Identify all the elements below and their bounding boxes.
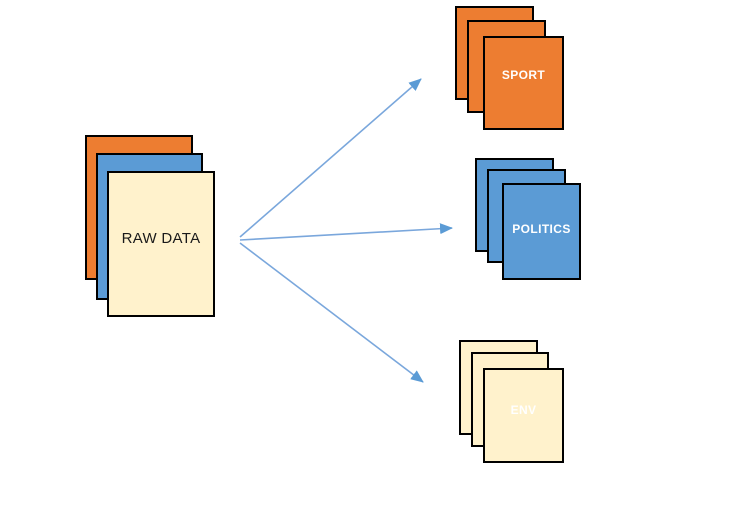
env-sheet-front: ENV xyxy=(483,368,564,463)
politics-label: POLITICS xyxy=(512,221,571,236)
raw-data-label: RAW DATA xyxy=(121,229,201,247)
politics-sheet-front: POLITICS xyxy=(502,183,581,280)
arrow-to-env xyxy=(239,242,424,383)
env-label: ENV xyxy=(510,402,537,417)
arrow-to-sport xyxy=(239,78,422,238)
sport-label: SPORT xyxy=(501,68,546,82)
sport-sheet-front: SPORT xyxy=(483,36,564,130)
arrow-to-politics xyxy=(239,223,453,241)
raw-data-sheet-front: RAW DATA xyxy=(107,171,215,317)
